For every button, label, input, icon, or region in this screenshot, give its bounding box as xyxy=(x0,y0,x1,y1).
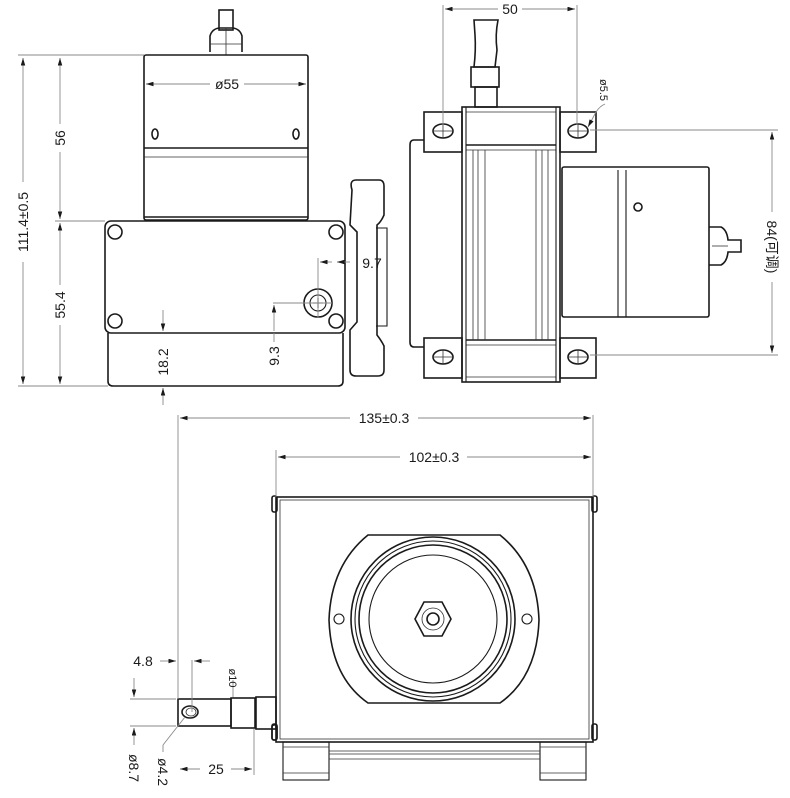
lower-housing xyxy=(104,220,346,387)
dim-cable-end-offset: 4.8 xyxy=(133,653,153,669)
frame xyxy=(461,106,561,383)
din-rail-clip xyxy=(349,179,388,377)
encoder-body xyxy=(143,54,309,221)
front-dimensions xyxy=(130,415,594,775)
dim-width-50: 50 xyxy=(502,1,518,17)
dim-hole-horizontal: 9.7 xyxy=(362,255,382,271)
dim-height-total: 111.4±0.5 xyxy=(15,192,31,252)
dim-hole-diameter: ø5.5 xyxy=(597,79,609,101)
dim-hole-vertical: 9.3 xyxy=(266,346,282,366)
front-feet xyxy=(282,741,587,781)
top-dimensions xyxy=(442,5,778,356)
dim-base-offset: 18.2 xyxy=(155,348,171,375)
dim-height-upper: 56 xyxy=(52,130,68,146)
dim-eyelet-outer: ø8.7 xyxy=(126,754,142,782)
side-view: ø55 56 111.4±0.5 55.4 18.2 9.3 9.7 xyxy=(15,9,388,405)
cable-eyelet xyxy=(177,696,278,741)
top-view: 50 ø5.5 84(可调) xyxy=(409,1,780,383)
cable-top xyxy=(470,19,500,108)
dim-height-lower: 55.4 xyxy=(52,291,68,318)
encoder-side xyxy=(561,166,742,318)
mounting-feet xyxy=(423,111,597,379)
cable-gland-top xyxy=(209,9,243,55)
dim-cable-diameter: ø10 xyxy=(226,669,238,688)
dim-hole-spacing: 84(可调) xyxy=(764,221,780,274)
hex-nut xyxy=(414,601,452,637)
dim-diameter-55: ø55 xyxy=(215,76,239,92)
front-view: 135±0.3 102±0.3 4.8 ø10 ø8.7 ø4.2 25 xyxy=(126,410,598,786)
side-dimensions xyxy=(18,54,350,405)
dim-body-width: 102±0.3 xyxy=(409,449,460,465)
front-body xyxy=(271,495,598,743)
dim-eyelet-hole: ø4.2 xyxy=(155,758,171,786)
dim-overall-width: 135±0.3 xyxy=(359,410,410,426)
dim-cable-length: 25 xyxy=(208,761,224,777)
encoder-flange xyxy=(328,534,540,704)
